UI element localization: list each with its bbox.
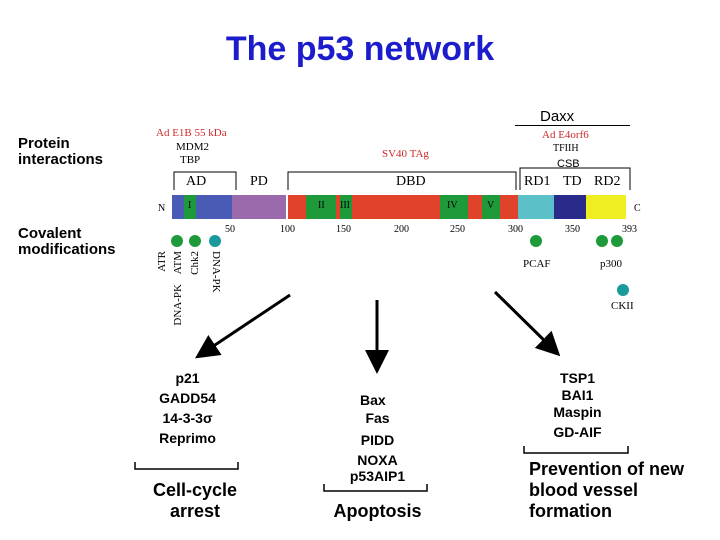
ad-e4-label: Ad E4orf6 [542, 129, 589, 141]
angio-bracket [523, 446, 629, 454]
segment-conserved-iv [440, 195, 468, 219]
list-item: Bax [360, 392, 386, 408]
arrest-target-list: p21 GADD54 14-3-3σ Reprimo [140, 370, 235, 446]
acetylation-site-circle [611, 235, 623, 247]
domain-ad: AD [186, 174, 207, 189]
modifier-ckii: CKII [611, 300, 634, 312]
tick-250: 250 [450, 224, 465, 235]
modifier-pcaf: PCAF [523, 258, 551, 270]
box-iv-label: IV [447, 200, 458, 211]
acetylation-site-circle [596, 235, 608, 247]
box-iii-label: III [340, 200, 350, 211]
list-item: PIDD [360, 432, 395, 448]
daxx-label: Daxx [540, 108, 575, 125]
phospho-site-circle [209, 235, 221, 247]
arrest-bracket [134, 462, 239, 470]
list-item: GD-AIF [553, 424, 602, 440]
box-v-label: V [487, 200, 495, 211]
daxx-bracket [515, 125, 630, 126]
list-item: Reprimo [159, 430, 216, 446]
segment-ad [172, 195, 232, 219]
tick-300: 300 [508, 224, 523, 235]
list-item: BAI1 [561, 387, 594, 403]
sv40-label: SV40 TAg [382, 148, 429, 160]
domain-rd1: RD1 [524, 174, 551, 189]
angio-target-list: TSP1 BAI1 Maspin GD-AIF [530, 370, 625, 440]
segment-gap [286, 195, 288, 219]
arrow-to-angio [493, 290, 561, 357]
list-item: NOXA [357, 452, 398, 468]
segment-conserved-i [184, 195, 196, 219]
tbp-label: TBP [180, 154, 201, 166]
n-terminus: N [158, 203, 166, 214]
outcome-apoptosis: Apoptosis [333, 501, 422, 521]
list-item: TSP1 [559, 370, 595, 386]
segment-conserved-ii [306, 195, 336, 219]
box-ii-label: II [318, 200, 325, 211]
box-i-label: I [188, 200, 192, 211]
domain-dbd: DBD [396, 174, 426, 189]
phospho-site-circle [617, 284, 629, 296]
mdm2-label: MDM2 [176, 141, 210, 153]
phospho-site-circle [189, 235, 201, 247]
protein-interactions-label: Protein interactions [18, 135, 104, 168]
tick-100: 100 [280, 224, 295, 235]
tick-350: 350 [565, 224, 580, 235]
tick-50: 50 [225, 224, 235, 235]
csb-label: CSB [557, 158, 580, 170]
c-terminus: C [634, 203, 641, 214]
ad-e1b-label: Ad E1B 55 kDa [156, 127, 227, 139]
segment-rd1 [518, 195, 554, 219]
list-item: Fas [365, 410, 390, 426]
apoptosis-bracket [323, 484, 428, 492]
list-item: p21 [175, 370, 200, 386]
list-item: Maspin [553, 404, 602, 420]
domain-pd: PD [250, 174, 268, 189]
segment-conserved-v [482, 195, 500, 219]
segment-rd2 [586, 195, 626, 219]
segment-conserved-iii [340, 195, 352, 219]
tfiih-label: TFIIH [553, 143, 579, 154]
domain-td: TD [563, 174, 582, 189]
list-item: 14-3-3σ [162, 410, 213, 426]
segment-td [554, 195, 586, 219]
tick-150: 150 [336, 224, 351, 235]
outcome-angio: Prevention of new blood vessel formation [529, 459, 685, 521]
arrow-to-arrest [195, 293, 291, 359]
phospho-site-circle [171, 235, 183, 247]
page-title: The p53 network [225, 30, 495, 68]
list-item: GADD54 [159, 390, 216, 406]
segment-pd [232, 195, 286, 219]
domain-rd2: RD2 [594, 174, 621, 189]
kinase-dna-pk-2: DNA-PK [210, 251, 222, 293]
modifier-p300: p300 [600, 258, 622, 270]
tick-200: 200 [394, 224, 409, 235]
tick-393: 393 [622, 224, 637, 235]
covalent-modifications-label: Covalent modifications [18, 225, 116, 258]
list-item: p53AIP1 [349, 468, 406, 484]
apoptosis-target-list: Bax Fas PIDD NOXA p53AIP1 [330, 392, 425, 484]
acetylation-site-circle [530, 235, 542, 247]
outcome-arrest: Cell-cycle arrest [152, 480, 238, 521]
